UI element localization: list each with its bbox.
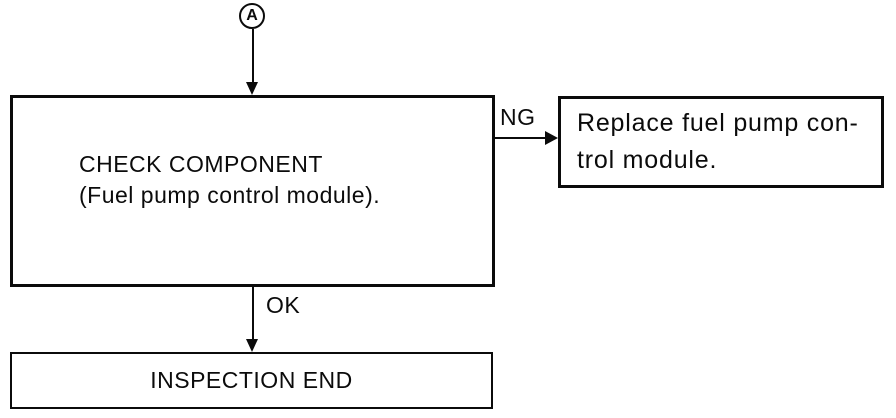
replace-module-line2: trol module. xyxy=(577,146,718,174)
arrow-a-to-check-line xyxy=(251,29,254,83)
replace-module-node: Replace fuel pump con- trol module. xyxy=(558,96,884,188)
arrow-a-to-check-head xyxy=(246,82,258,95)
inspection-end-label: INSPECTION END xyxy=(150,367,353,393)
ok-edge-label: OK xyxy=(266,292,301,318)
check-component-node: CHECK COMPONENT (Fuel pump control modul… xyxy=(10,95,495,287)
connector-a-label: A xyxy=(246,7,258,24)
arrow-check-to-end-head xyxy=(246,339,258,352)
check-component-line2: (Fuel pump control module). xyxy=(79,182,381,208)
arrow-check-to-end-line xyxy=(251,287,254,340)
arrow-check-to-replace-line xyxy=(495,136,546,139)
connector-a-node: A xyxy=(239,3,265,29)
replace-module-line1: Replace fuel pump con- xyxy=(577,109,859,137)
arrow-check-to-replace-head xyxy=(545,131,558,145)
check-component-line1: CHECK COMPONENT xyxy=(79,151,323,177)
inspection-end-node: INSPECTION END xyxy=(10,352,493,409)
ng-edge-label: NG xyxy=(500,104,536,130)
